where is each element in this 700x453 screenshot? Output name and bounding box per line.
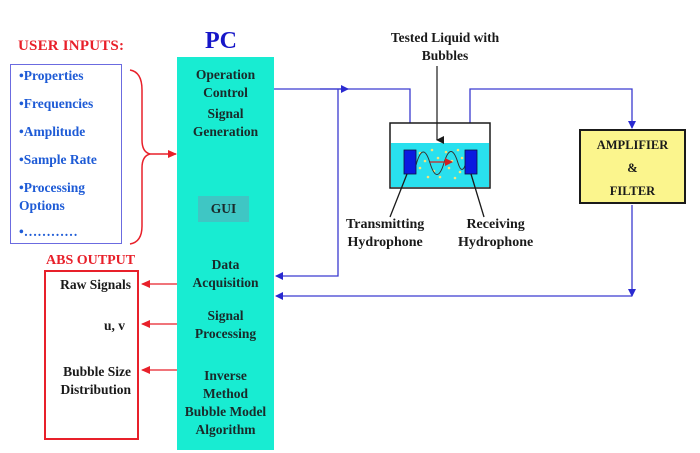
signal-proc-label-1: Signal bbox=[207, 308, 244, 323]
signal-proc-label-2: Processing bbox=[194, 326, 257, 341]
input-properties: •Properties bbox=[19, 68, 84, 83]
input-sample-rate: •Sample Rate bbox=[19, 152, 97, 167]
output-bubble-size-1: Bubble Size bbox=[63, 364, 131, 379]
filter-label: FILTER bbox=[609, 184, 656, 198]
gui-button[interactable]: GUI bbox=[198, 196, 249, 222]
receiving-line1: Receiving bbox=[466, 217, 525, 232]
signal-gen-label-2: Generation bbox=[192, 124, 259, 139]
inverse-label-4: Algorithm bbox=[195, 422, 256, 437]
inverse-label-1: Inverse bbox=[204, 368, 247, 383]
output-raw-signals: Raw Signals bbox=[60, 277, 131, 292]
tested-liquid-line1: Tested Liquid with bbox=[390, 30, 500, 45]
input-frequencies: •Frequencies bbox=[19, 96, 94, 111]
input-processing: •Processing bbox=[19, 180, 85, 195]
user-inputs-title: USER INPUTS: bbox=[18, 38, 125, 54]
input-brace bbox=[129, 69, 151, 245]
input-options: Options bbox=[19, 198, 65, 213]
input-more: •………… bbox=[19, 224, 78, 239]
signal-gen-label-1: Signal bbox=[207, 106, 244, 121]
tested-liquid-label: Tested Liquid with Bubbles bbox=[360, 29, 530, 65]
transmitting-line2: Hydrophone bbox=[347, 235, 423, 250]
receiving-line2: Hydrophone bbox=[458, 235, 534, 250]
transmitting-line1: Transmitting bbox=[346, 217, 425, 232]
wire-loopback bbox=[275, 89, 339, 280]
user-inputs-box: •Properties •Frequencies •Amplitude •Sam… bbox=[10, 64, 122, 244]
pc-box: Operation Control Signal Generation GUI … bbox=[177, 57, 274, 450]
data-acq-label-2: Acquisition bbox=[192, 275, 259, 290]
transmitting-hydrophone-label: Transmitting Hydrophone bbox=[346, 216, 424, 252]
output-bubble-size-2: Distribution bbox=[60, 382, 131, 397]
amplifier-filter-box: AMPLIFIER & FILTER bbox=[579, 129, 686, 204]
pc-title: PC bbox=[205, 28, 237, 54]
amplifier-label: AMPLIFIER bbox=[596, 138, 669, 152]
abs-output-box: Raw Signals u, v Bubble Size Distributio… bbox=[44, 270, 139, 440]
acoustic-wave bbox=[415, 151, 467, 175]
inverse-label-2: Method bbox=[203, 386, 248, 401]
control-label: Control bbox=[203, 85, 248, 100]
operation-label: Operation bbox=[195, 67, 256, 82]
output-uv: u, v bbox=[103, 318, 125, 333]
inverse-label-3: Bubble Model bbox=[184, 404, 267, 419]
receiver-pointer bbox=[470, 173, 485, 218]
receiving-hydrophone-label: Receiving Hydrophone bbox=[458, 216, 533, 252]
abs-output-title: ABS OUTPUT bbox=[46, 253, 136, 268]
input-amplitude: •Amplitude bbox=[19, 124, 86, 139]
transmitter-pointer bbox=[389, 173, 408, 218]
ampersand-label: & bbox=[627, 161, 638, 175]
transmitting-hydrophone bbox=[403, 149, 417, 175]
data-acq-label-1: Data bbox=[211, 257, 240, 272]
wire-receiver-to-amp bbox=[469, 88, 636, 150]
tested-liquid-line2: Bubbles bbox=[421, 48, 469, 63]
receiving-hydrophone bbox=[464, 149, 478, 175]
